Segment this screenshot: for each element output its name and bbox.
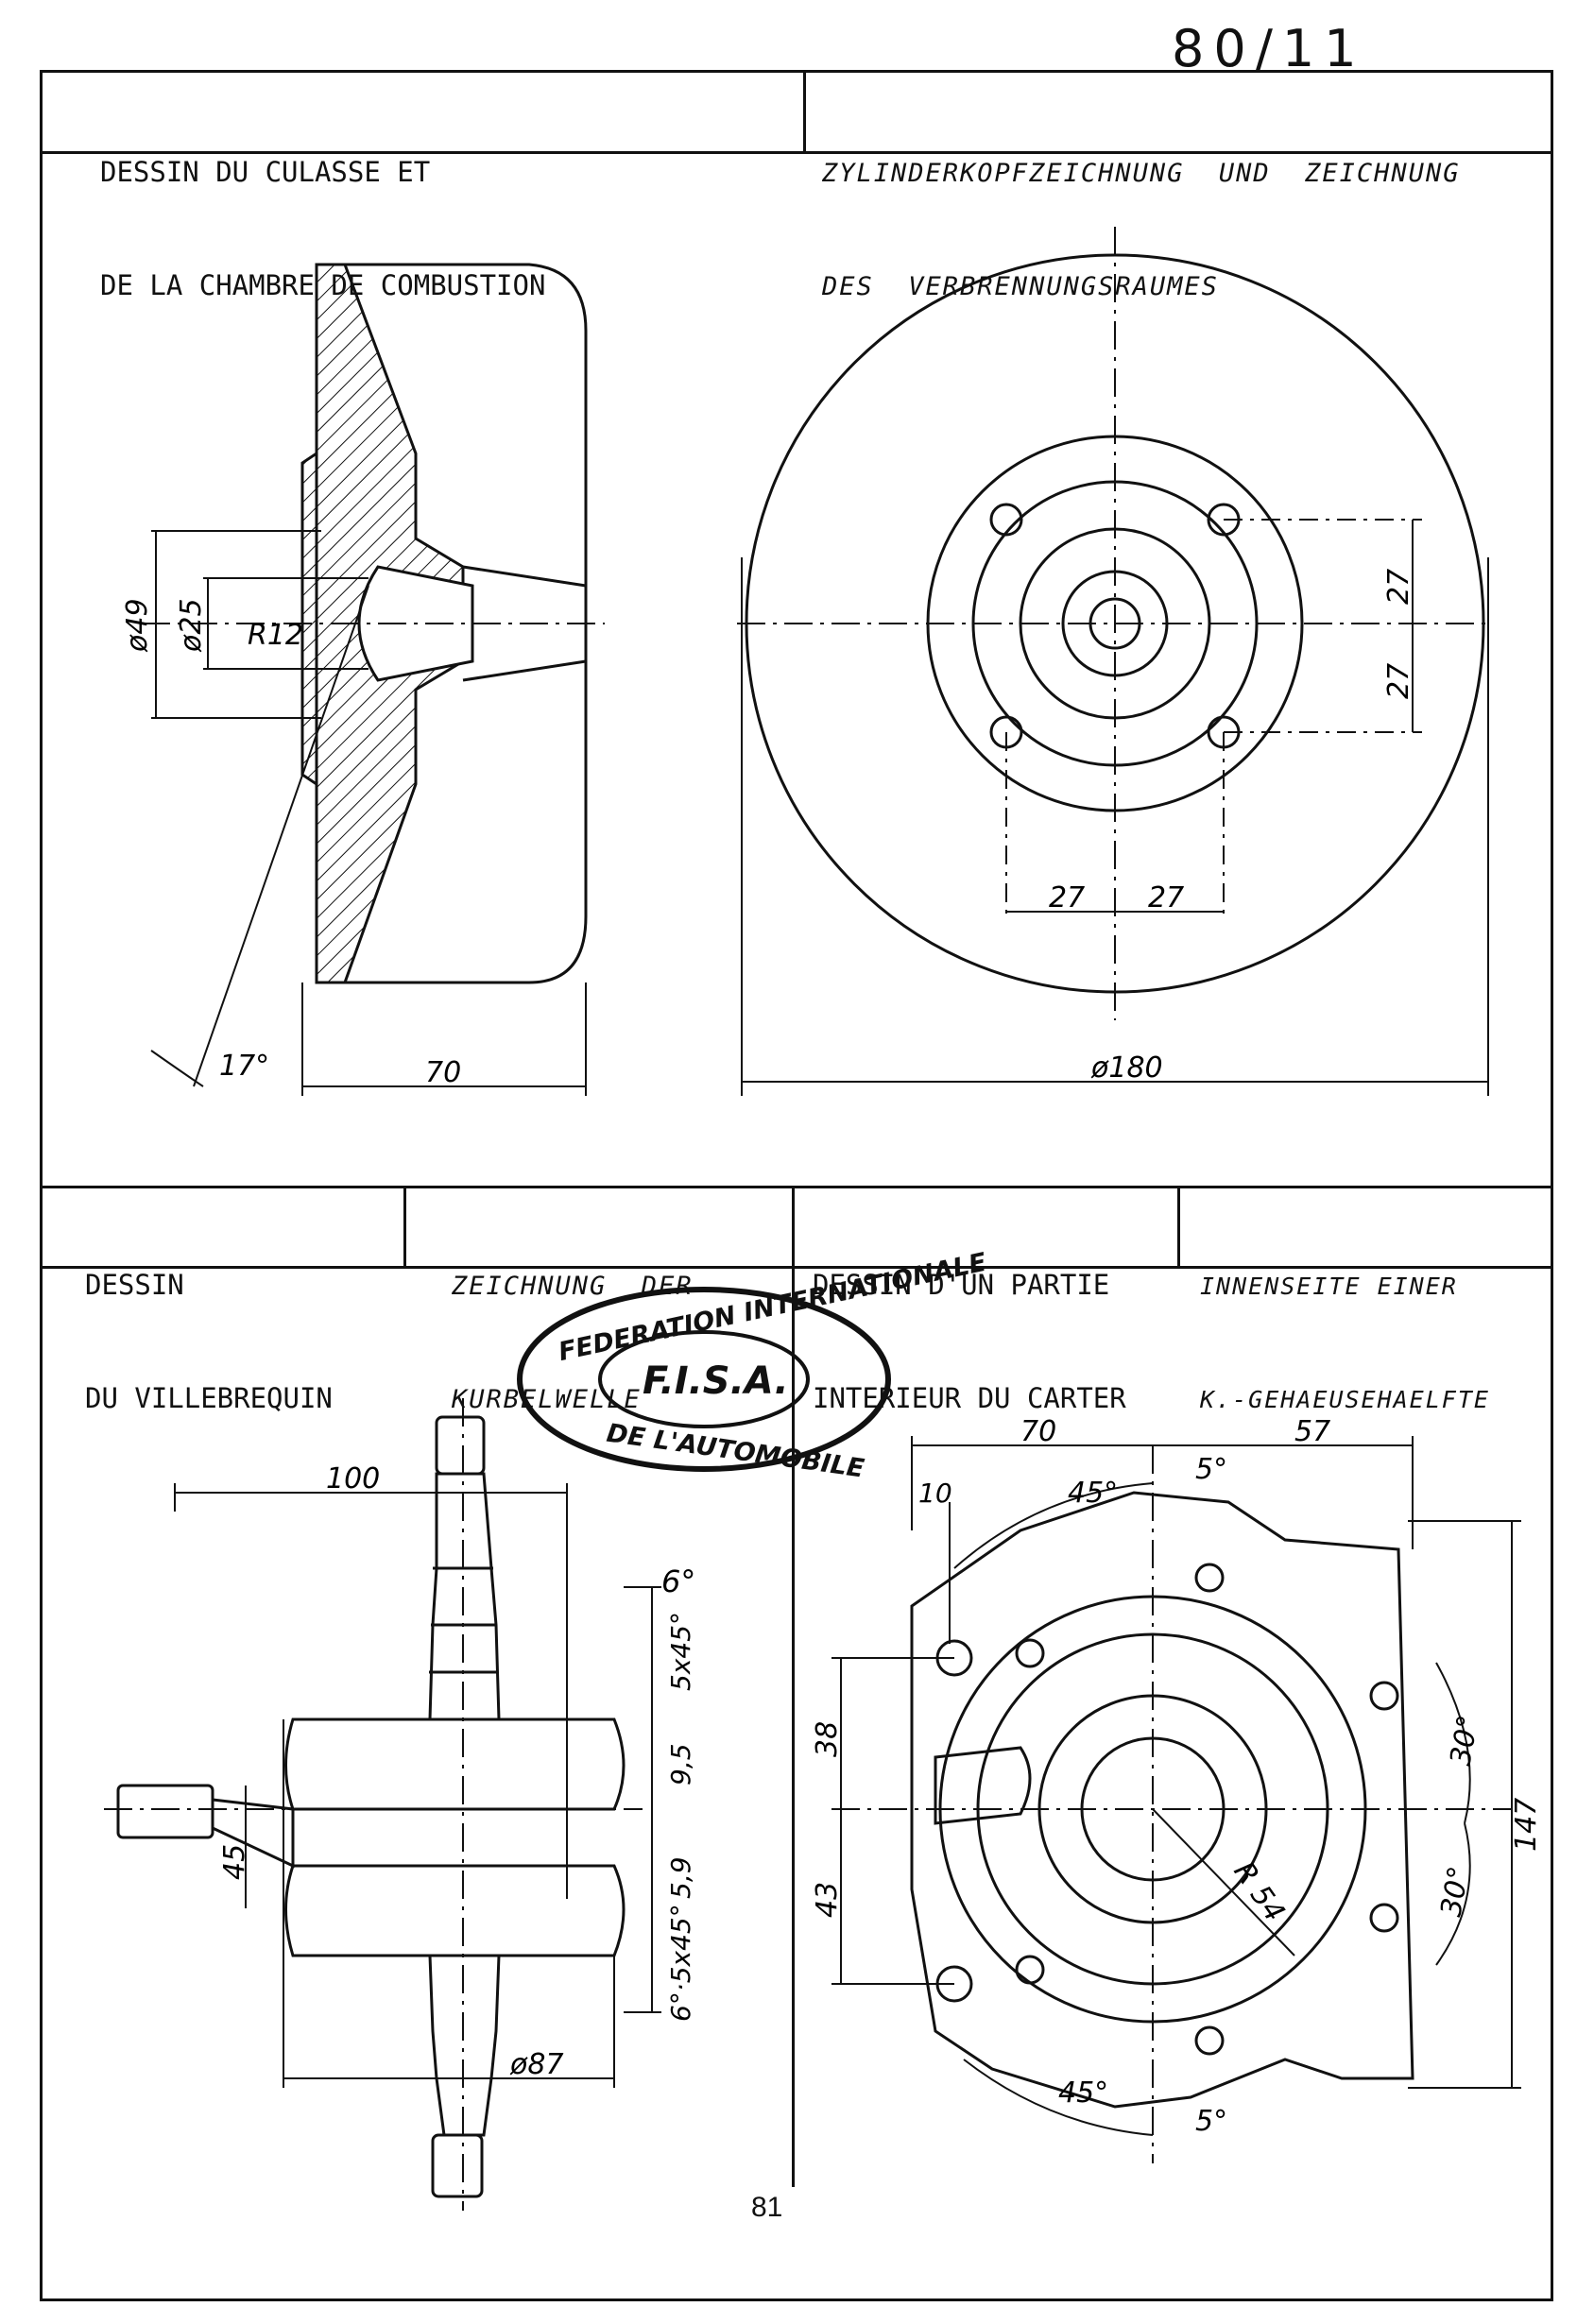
middle-divider [40, 1186, 1551, 1188]
dim-length-70: 70 [425, 1056, 461, 1089]
dim-5x45-top: 5x45° [665, 1612, 696, 1691]
dim-27-vertical-top: 27 [1382, 569, 1415, 605]
dim-r12: R12 [248, 619, 303, 652]
head-outline [315, 263, 588, 984]
dim-27-vertical-bottom: 27 [1382, 663, 1415, 699]
stud-hole-5 [1015, 1638, 1045, 1668]
crank-web-upper [284, 1717, 626, 1811]
dim-angle-30-top: 30° [1444, 1713, 1485, 1768]
dim-27-horizontal-right: 27 [1148, 881, 1184, 914]
stud-hole-1 [1194, 1563, 1225, 1593]
shaft-top-end [435, 1415, 486, 1476]
dim-d180: ø180 [1090, 1051, 1163, 1085]
header-bottom-2-line1: ZEICHNUNG DER [452, 1272, 694, 1301]
dim-angle-45-bottom: 45° [1058, 2076, 1108, 2110]
crankcase-outline [910, 1491, 1414, 2109]
shaft-bottom-taper [428, 1954, 501, 2137]
page-number: 80/11 [1172, 19, 1366, 78]
stud-hole-2 [1369, 1681, 1399, 1711]
header-top-right: ZYLINDERKOPFZEICHNUNG UND ZEICHNUNG DES … [822, 79, 1460, 344]
dim-d49: ø49 [121, 598, 154, 653]
header-bottom-4-line2: K.-GEHAEUSEHAELFTE [1200, 1386, 1490, 1413]
bolt-hole-tl [989, 503, 1023, 537]
stamp-top-text: FEDERATION INTERNATIONALE [556, 1248, 989, 1367]
stud-hole-6 [1015, 1955, 1045, 1985]
header-bottom-1-line1: DESSIN [85, 1269, 184, 1301]
dim-angle-17: 17° [219, 1050, 269, 1083]
dim-angle-5-top: 5° [1195, 1453, 1227, 1486]
dim-d25: ø25 [175, 598, 208, 653]
fisa-stamp [517, 1287, 891, 1472]
stud-hole-4 [1194, 2025, 1225, 2056]
dim-9-5: 9,5 [665, 1743, 696, 1786]
dim-r54: R 54 [1226, 1856, 1291, 1928]
stamp-bottom-text: DE L'AUTOMOBILE [605, 1419, 866, 1484]
dim-70: 70 [1020, 1415, 1056, 1448]
dim-147: 147 [1510, 1798, 1543, 1852]
dim-57: 57 [1294, 1415, 1330, 1448]
transfer-port [934, 1746, 1032, 1825]
top-header-divider [40, 151, 1551, 154]
bottom-divider-1 [403, 1186, 406, 1268]
header-bottom-4: INNENSEITE EINER K.-GEHAEUSEHAELFTE [1200, 1192, 1490, 1457]
header-top-right-line2: DES VERBRENNUNGSRAUMES [822, 272, 1219, 301]
dim-6-5x45-bottom: 6°·5x45° [665, 1904, 696, 2022]
dim-angle-45-top: 45° [1068, 1477, 1118, 1510]
dim-43: 43 [811, 1882, 844, 1918]
header-bottom-2: ZEICHNUNG DER KURBELWELLE [452, 1192, 694, 1457]
top-center-divider [803, 70, 806, 153]
header-bottom-1-line2: DU VILLEBREQUIN [85, 1382, 333, 1414]
dim-5-9: 5,9 [665, 1856, 696, 1899]
crank-web-lower [284, 1864, 626, 1957]
header-bottom-4-line1: INNENSEITE EINER [1200, 1273, 1458, 1300]
dim-45: 45 [218, 1844, 251, 1880]
bottom-header-divider [40, 1266, 1551, 1269]
stamp-center-text: F.I.S.A. [643, 1359, 789, 1403]
dim-27-horizontal-left: 27 [1049, 881, 1085, 914]
shaft-top-taper [428, 1472, 501, 1721]
header-top-left: DESSIN DU CULASSE ET DE LA CHAMBRE DE CO… [100, 77, 545, 342]
crank-pin [116, 1784, 214, 1839]
dim-100: 100 [326, 1462, 380, 1495]
shaft-bottom-end [431, 2133, 484, 2198]
dim-10: 10 [918, 1478, 952, 1509]
head-section-view [142, 263, 605, 1096]
header-top-left-line1: DESSIN DU CULASSE ET [100, 156, 431, 188]
bottom-divider-3 [1177, 1186, 1180, 1268]
bottom-divider-2 [792, 1186, 795, 2187]
dim-angle-5-bottom: 5° [1195, 2105, 1227, 2138]
dim-d87: ø87 [509, 2048, 564, 2081]
footer-page-number: 81 [751, 2192, 783, 2223]
header-bottom-1: DESSIN DU VILLEBREQUIN [85, 1190, 333, 1455]
dim-angle-6-top: 6° [661, 1564, 695, 1599]
dim-38: 38 [811, 1721, 844, 1757]
crankshaft-view [104, 1398, 661, 2211]
header-bottom-3-line1: DESSIN D'UN PARTIE [813, 1269, 1110, 1301]
head-plan-view [737, 227, 1493, 1096]
stud-hole-3 [1369, 1903, 1399, 1933]
header-top-right-line1: ZYLINDERKOPFZEICHNUNG UND ZEICHNUNG [822, 159, 1461, 188]
crankcase-view [831, 1436, 1521, 2163]
dim-angle-30-bottom: 30° [1434, 1864, 1476, 1919]
